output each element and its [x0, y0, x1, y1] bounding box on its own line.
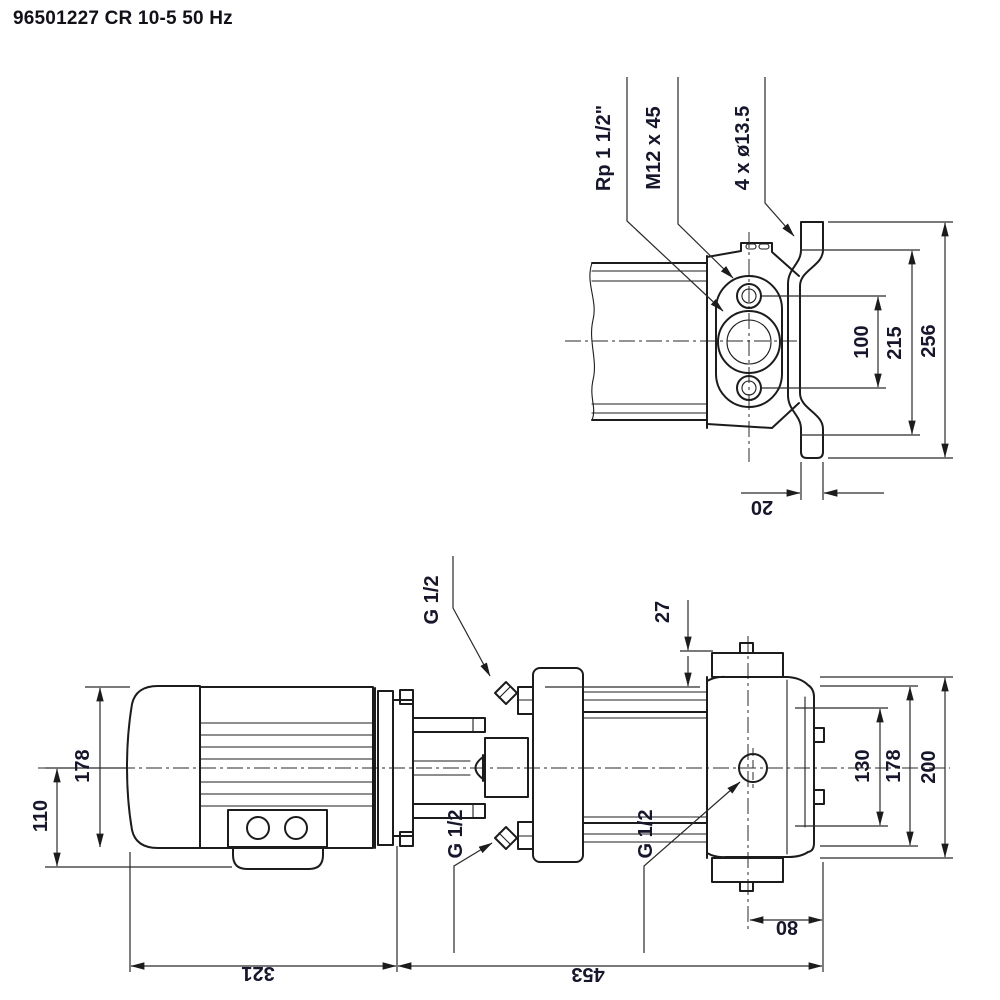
leader-gauge: [643, 781, 741, 953]
pipe-break-line: [589, 262, 595, 421]
pipe-curvature-lines: [591, 270, 708, 414]
dim-text-20: 20: [751, 496, 773, 518]
coupling-joints: [412, 717, 474, 819]
port-flange-bottom: [711, 857, 784, 883]
top-view-extension-lines: [762, 221, 953, 500]
pipe-outline: [591, 255, 708, 429]
callout-holes: 4 x ø13.5: [732, 106, 754, 191]
mounting-foot-outline: [787, 221, 824, 459]
dim-text-80: 80: [776, 916, 798, 938]
port-flange-bottom-tab: [739, 881, 754, 892]
dim-text-178-left: 178: [72, 749, 94, 782]
callout-drain: G 1/2: [445, 810, 467, 859]
dim-text-321: 321: [241, 962, 274, 984]
callout-gauge: G 1/2: [635, 810, 657, 859]
leader-holes: [764, 77, 795, 237]
flange-top-slot-2: [758, 243, 770, 250]
bolt-hole-bottom-inner: [741, 380, 757, 396]
pump-head: [532, 667, 584, 863]
bolt-hole-top-inner: [741, 288, 757, 304]
callout-port-thread: Rp 1 1/2": [593, 105, 615, 191]
port-hole-outer: [717, 310, 781, 374]
cable-entry-left: [246, 816, 270, 840]
bolt-hole-top-outer: [736, 283, 762, 309]
side-view-pump: 27 130 178 200 178 110 321 453 80 G 1/2 …: [30, 556, 953, 985]
pump-base-outline: [706, 675, 815, 859]
sleeve-wall-lines: [582, 717, 708, 818]
port-flange-top: [711, 652, 784, 678]
terminal-box-cover: [232, 846, 324, 870]
leader-port-thread: [626, 77, 724, 312]
leader-bolt: [677, 77, 734, 279]
callout-bolt: M12 x 45: [643, 106, 665, 189]
port-boss-outline: [715, 275, 783, 408]
staybolts: [582, 691, 708, 843]
callout-vent: G 1/2: [421, 576, 443, 625]
dim-text-215: 215: [884, 326, 906, 359]
motor-fan-cover: [126, 685, 201, 849]
port-flange-top-tab: [739, 642, 754, 654]
leader-vent: [452, 556, 491, 677]
bolt-hole-bottom-outer: [736, 375, 762, 401]
drain-plug: [494, 826, 518, 850]
pump-base-inner-lines: [786, 679, 806, 855]
pump-base-right-ribs: [813, 727, 825, 805]
drawing-title: 96501227 CR 10-5 50 Hz: [13, 8, 233, 29]
drain-plug-facet: [498, 832, 511, 845]
motor-flange-lip-bottom: [399, 831, 414, 847]
dim-text-100: 100: [851, 325, 873, 358]
motor-fins: [199, 722, 374, 807]
flange-body-outline: [706, 242, 800, 429]
leader-drain: [453, 842, 493, 953]
dim-text-27: 27: [652, 601, 674, 623]
vent-plug-facet: [498, 686, 511, 699]
dim-text-256: 256: [918, 324, 940, 357]
dim-text-110: 110: [30, 800, 52, 832]
coupling-guard-window: [484, 737, 529, 798]
top-view-flange: Rp 1 1/2" M12 x 45 4 x ø13.5 100 215 256…: [565, 77, 953, 518]
motor-flange-lip-top: [399, 689, 414, 705]
terminal-box: [227, 809, 328, 848]
dim-text-200: 200: [918, 750, 940, 783]
coupling-bar-bottom: [412, 803, 486, 819]
cable-entry-right: [284, 816, 308, 840]
motor-flange: [392, 699, 414, 837]
dim-text-178-right: 178: [883, 749, 905, 782]
shaft-end: [474, 754, 484, 782]
dim-text-453: 453: [571, 963, 604, 985]
coupling-bar-top: [412, 717, 486, 733]
port-hole-thread: [726, 319, 772, 365]
vent-plug: [494, 681, 518, 705]
dim-text-130: 130: [852, 749, 874, 782]
staybolt-nut-facets: [517, 699, 534, 837]
side-view-extension-lines: [45, 650, 953, 972]
flange-top-slot-1: [745, 243, 757, 250]
